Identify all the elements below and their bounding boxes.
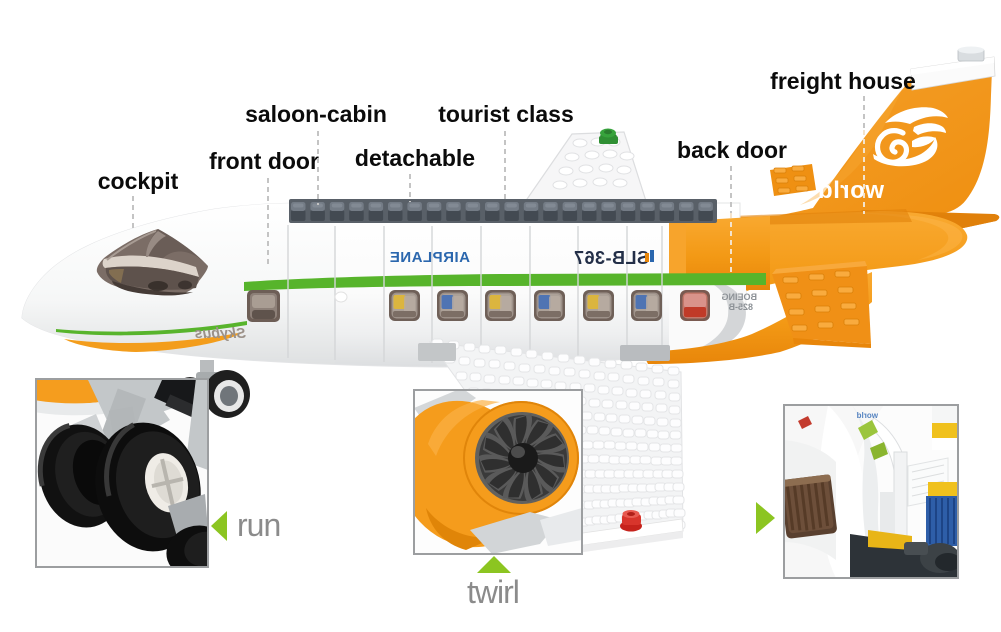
svg-text:Skybus: Skybus [194,326,246,342]
svg-text:world: world [818,177,886,204]
svg-text:SLB-367: SLB-367 [573,248,649,268]
svg-text:AIRPLANE: AIRPLANE [389,249,470,266]
svg-text:BOEING: BOEING [721,292,757,302]
svg-text:twirl: twirl [467,574,519,610]
svg-text:run: run [237,507,280,543]
svg-text:freight house: freight house [770,68,916,94]
svg-text:world: world [857,411,879,420]
svg-text:tourist class: tourist class [438,101,574,127]
svg-text:saloon-cabin: saloon-cabin [245,101,387,127]
svg-text:825-B: 825-B [728,302,753,312]
svg-text:front door: front door [209,148,319,174]
svg-text:detachable: detachable [355,145,475,171]
svg-text:back door: back door [677,137,787,163]
svg-text:cockpit: cockpit [98,168,179,194]
